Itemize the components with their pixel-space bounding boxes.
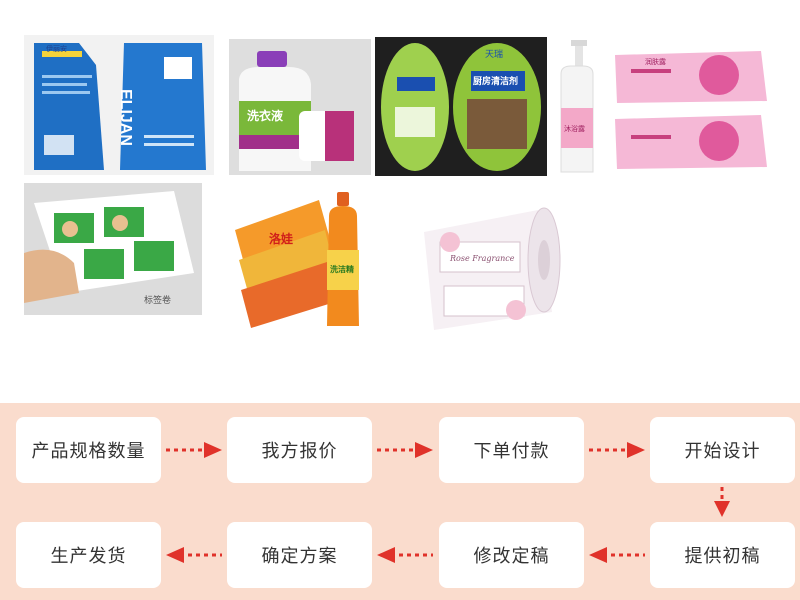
arrow-right-icon: [587, 440, 647, 460]
label-text: 洗洁精: [330, 265, 354, 274]
product-photo-label-roll: 标签卷: [24, 183, 202, 315]
product-photo-floral-roll: Rose Fragrance: [420, 202, 562, 334]
label-text: Rose Fragrance: [450, 254, 515, 263]
arrow-left-icon: [375, 545, 435, 565]
product-photo-pump-bottle: 沐浴露: [551, 38, 603, 175]
step-production-shipping: 生产发货: [16, 522, 161, 588]
step-order-payment: 下单付款: [439, 417, 584, 483]
step-start-design: 开始设计: [650, 417, 795, 483]
product-photo-dish-soap: 洛娃 洗洁精: [229, 190, 375, 330]
brand-text: 洛娃: [269, 232, 294, 246]
label-text: 沐浴露: [564, 125, 585, 133]
product-photo-pink-labels: 润肤露: [611, 41, 771, 175]
label-text: 润肤露: [645, 58, 666, 66]
process-flow: 产品规格数量 我方报价 下单付款 开始设计 提供初稿 修改定稿 确定方案 生产发…: [0, 403, 800, 600]
brand-cn-text: 伊丽安: [46, 45, 67, 53]
arrow-left-icon: [587, 545, 647, 565]
arrow-down-icon: [712, 485, 732, 519]
step-quotation: 我方报价: [227, 417, 372, 483]
step-product-specs: 产品规格数量: [16, 417, 161, 483]
step-confirm-plan: 确定方案: [227, 522, 372, 588]
brand-text: ELIJAN: [117, 89, 134, 146]
arrow-left-icon: [164, 545, 224, 565]
product-photo-kitchen-cleaner: 天瑞 厨房清洁剂: [375, 37, 547, 176]
arrow-right-icon: [375, 440, 435, 460]
label-text: 厨房清洁剂: [473, 77, 519, 87]
arrow-right-icon: [164, 440, 224, 460]
brand-text: 天瑞: [485, 50, 504, 60]
step-revise-finalize: 修改定稿: [439, 522, 584, 588]
product-photo-elijan-label: ELIJAN 伊丽安: [24, 35, 214, 175]
label-text: 洗衣液: [247, 109, 284, 123]
label-text: 标签卷: [144, 296, 172, 306]
product-photo-laundry-bottle: 洗衣液: [229, 39, 371, 175]
step-first-draft: 提供初稿: [650, 522, 795, 588]
